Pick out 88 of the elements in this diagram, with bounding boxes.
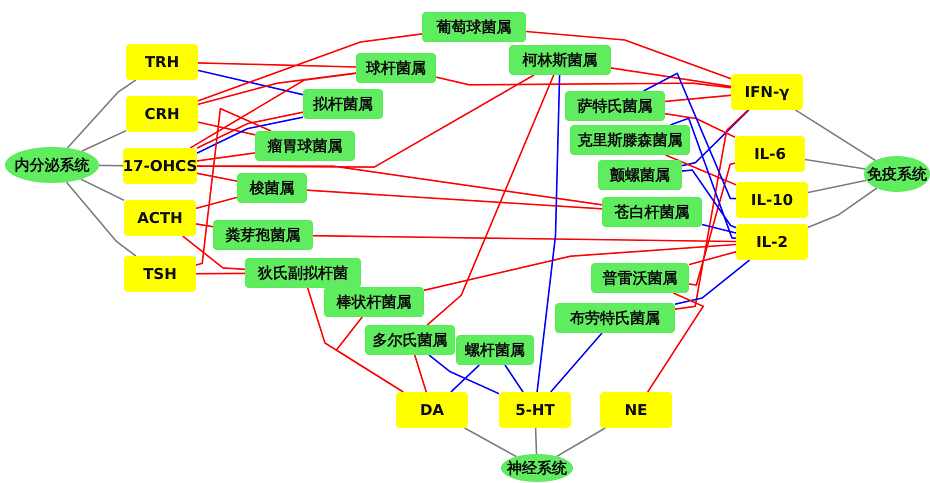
connector-line [198,121,256,136]
connector-line [198,70,304,96]
molecule-box: TRH [126,44,198,80]
connector-line [196,152,256,162]
molecule-box: 17-OHCS [123,148,197,184]
connector-line [450,364,480,393]
system-ellipse: 免疫系统 [864,156,930,192]
connector-line [196,172,238,182]
connector-line [182,235,246,270]
molecule-box: DA [396,392,468,428]
connector-line [98,164,124,166]
connector-line [66,182,136,257]
connector-line [534,428,538,454]
connector-line [196,196,238,210]
connector-line [682,109,750,166]
genus-box: 多尔氏菌属 [365,325,455,355]
connector-line [190,72,356,149]
connector-line [688,251,736,266]
connector-line [306,288,404,393]
connector-line [197,165,602,206]
connector-line [196,272,245,274]
molecule-box: 5-HT [499,392,571,428]
molecule-box: IFN-γ [731,74,803,110]
genus-box: 萨特氏菌属 [565,91,665,121]
genus-box: 普雷沃菌属 [591,263,689,293]
connector-line [808,180,866,194]
genus-box: 布劳特氏菌属 [555,303,675,333]
connector-line [312,234,736,242]
genus-box: 螺杆菌属 [456,335,534,365]
connector-line [556,427,606,457]
connector-line [536,74,560,392]
connector-line [306,189,602,210]
connector-line [66,79,136,149]
genus-box: 苍白杆菌属 [602,197,702,227]
connector-line [424,244,736,292]
connector-line [428,354,500,394]
connector-line [702,224,736,234]
connector-line [795,109,876,162]
connector-line [674,109,749,310]
connector-line [504,364,524,392]
connector-line [414,354,428,392]
connector-line [336,316,404,393]
genus-box: 葡萄球菌属 [422,12,526,42]
genus-box: 粪芽孢菌属 [213,220,313,250]
genus-box: 柯林斯菌属 [509,45,611,75]
connector-line [198,72,356,106]
connector-line [665,154,736,186]
genus-box: 拟杆菌属 [303,89,383,119]
genus-box: 克里斯滕森菌属 [570,125,690,155]
connector-line [80,178,124,202]
molecule-box: NE [600,392,672,428]
connector-line [196,111,304,149]
connector-line [198,62,356,68]
connector-line [426,74,554,326]
connector-line [550,332,603,393]
connector-line [674,259,750,305]
connector-line [804,158,866,170]
genus-box: 颤螺菌属 [598,160,682,190]
connector-line [196,223,214,228]
genus-box: 棒状杆菌属 [324,287,424,317]
system-ellipse: 神经系统 [501,454,573,482]
connector-line [196,116,304,154]
molecule-box: ACTH [124,200,196,236]
connector-line [198,33,422,102]
genus-box: 瘤胃球菌属 [255,131,355,161]
molecule-box: IL-10 [736,182,808,218]
system-ellipse: 内分泌系统 [5,147,99,183]
connector-line [688,162,736,286]
connector-line [664,94,732,102]
molecule-box: IL-6 [735,136,805,172]
genus-box: 梭菌属 [237,173,307,203]
connector-line [196,108,272,266]
molecule-box: CRH [126,96,198,132]
connector-line [670,117,736,240]
genus-box: 狄氏副拟杆菌 [245,258,361,288]
connector-line [647,292,704,392]
molecule-box: IL-2 [736,224,808,260]
connector-line [664,112,736,138]
connector-line [643,72,736,200]
connector-line [464,427,517,458]
connector-line [436,76,732,88]
connector-line [610,67,732,88]
connector-line [808,188,878,228]
connector-line [682,169,736,228]
connector-line [82,130,126,152]
genus-box: 球杆菌属 [356,53,436,83]
molecule-box: TSH [124,256,196,292]
connector-line [526,30,732,80]
